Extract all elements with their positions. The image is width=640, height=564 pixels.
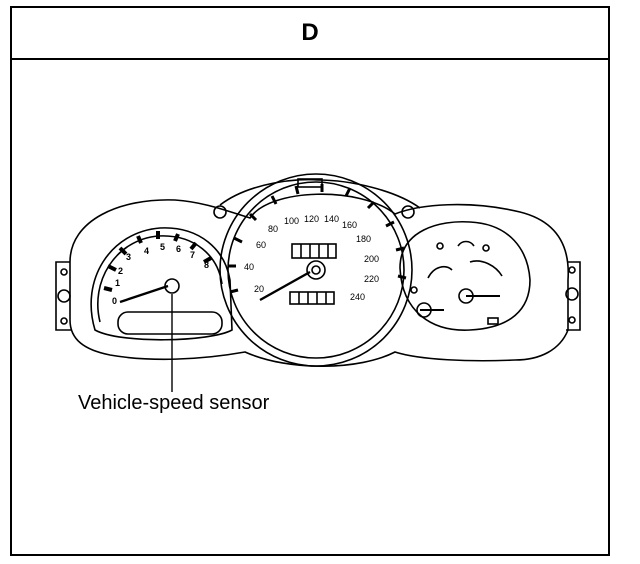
tach-label: 5 — [160, 242, 165, 252]
tach-label: 2 — [118, 266, 123, 276]
speedometer-dial — [219, 173, 413, 367]
tach-label: 3 — [126, 252, 131, 262]
tachometer-dial — [90, 227, 233, 341]
fuel-temp-dial — [399, 220, 531, 331]
cluster-hood — [219, 178, 421, 209]
speed-label: 120 — [304, 214, 319, 224]
speed-label: 140 — [324, 214, 339, 224]
tachometer-hub — [164, 278, 180, 294]
tach-label: 7 — [190, 250, 195, 260]
speed-label: 180 — [356, 234, 371, 244]
fuel-gauge-arc — [427, 265, 453, 279]
screw-boss-right — [401, 205, 415, 219]
trip-meter-display — [289, 291, 335, 305]
tach-label: 6 — [176, 244, 181, 254]
right-bracket — [566, 261, 581, 331]
tach-label: 4 — [144, 246, 149, 256]
tachometer-needle — [119, 284, 169, 304]
fuel-gauge-hub — [416, 302, 432, 318]
screw-boss-left — [213, 205, 227, 219]
speed-label: 240 — [350, 292, 365, 302]
speed-label: 40 — [244, 262, 254, 272]
tach-label: 8 — [204, 260, 209, 270]
panel-header: D — [12, 8, 608, 60]
tach-label: 1 — [115, 278, 120, 288]
speed-label: 60 — [256, 240, 266, 250]
speedometer-hub — [306, 260, 326, 280]
panel-label: D — [301, 19, 319, 46]
cluster-housing — [69, 193, 570, 368]
tachometer-lower-display — [117, 311, 223, 335]
tach-label: 0 — [112, 296, 117, 306]
left-bracket — [55, 261, 72, 331]
speedometer-needle — [259, 270, 311, 302]
speed-label: 100 — [284, 216, 299, 226]
diagram-frame: D — [10, 6, 610, 556]
odometer-display — [291, 243, 337, 259]
vehicle-speed-sensor-callout: Vehicle-speed sensor — [78, 392, 270, 414]
speed-label: 200 — [364, 254, 379, 264]
speed-label: 80 — [268, 224, 278, 234]
temp-gauge-hub — [458, 288, 474, 304]
temp-gauge-arc — [469, 260, 503, 277]
speed-label: 20 — [254, 284, 264, 294]
speed-label: 160 — [342, 220, 357, 230]
speed-label: 220 — [364, 274, 379, 284]
